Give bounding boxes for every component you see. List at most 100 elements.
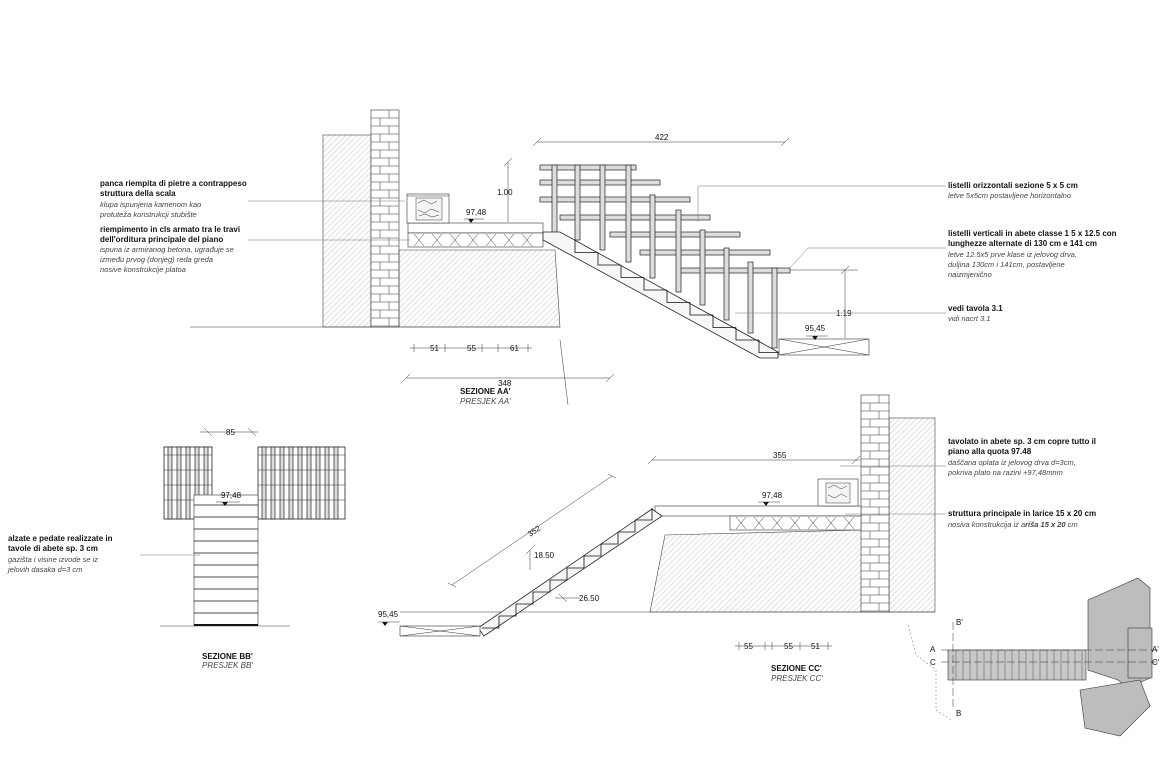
- section-cc: 355 352 18.50 26.50 97,48 95,45: [378, 394, 1096, 683]
- section-cc-title: SEZIONE CC': [771, 664, 822, 673]
- svg-text:listelli verticali in abete cl: listelli verticali in abete classe 1 5 x…: [948, 229, 1117, 238]
- svg-text:između prvog (donjeg) reda gre: između prvog (donjeg) reda greda: [100, 255, 213, 264]
- dimension-85: 85: [200, 427, 258, 437]
- dimension-chain-aa: 51 55 61: [410, 344, 532, 353]
- key-label-a: A: [930, 645, 936, 654]
- section-bb: 85 97,48 SEZIONE BB' PRESJEK BB' alzate …: [7, 427, 346, 670]
- level-label-97-48-bb: 97,48: [221, 491, 242, 500]
- section-aa-title: SEZIONE AA': [460, 387, 511, 396]
- dimension-355: 355: [647, 451, 861, 465]
- note-vertical-slats: listelli verticali in abete classe 1 5 x…: [789, 229, 1117, 279]
- level-bb: 97,48: [216, 491, 242, 506]
- svg-text:alzate e pedate realizzate: alzate e pedate realizzate in: [8, 534, 113, 543]
- svg-text:riempimento in cls armato tra: riempimento in cls armato tra le travi: [100, 225, 240, 234]
- masonry-wall-cc: [860, 394, 890, 613]
- key-plan-stair: [947, 649, 1087, 681]
- dimension-1-19: 1.19: [790, 265, 858, 338]
- note-bench: panca riempita di pietre a contrappeso s…: [99, 179, 405, 219]
- svg-text:panca riempita di pietre a con: panca riempita di pietre a contrappeso: [100, 179, 247, 188]
- platform-beam-aa: [407, 222, 544, 248]
- svg-text:vedi tavola 3.1: vedi tavola 3.1: [948, 304, 1003, 313]
- svg-text:klupa ispunjena kamenom kao: klupa ispunjena kamenom kao: [100, 200, 201, 209]
- dim-label-1-19: 1.19: [836, 309, 852, 318]
- lattice-horizontal-aa: [539, 164, 791, 349]
- svg-text:letve 5x5cm postavljene horizo: letve 5x5cm postavljene horizontalno: [948, 191, 1071, 200]
- key-label-b-prime: B': [956, 618, 963, 627]
- svg-text:vidi nacrt 3.1: vidi nacrt 3.1: [948, 314, 991, 323]
- svg-text:gazišta i visine izvode se: gazišta i visine izvode se iz: [8, 555, 98, 564]
- dim-label-51-cc: 51: [811, 642, 820, 651]
- svg-text:letve 12.5x5 prve klase iz: letve 12.5x5 prve klase iz jelovog drva,: [948, 250, 1077, 259]
- svg-text:protuteža konstrukcji stubište: protuteža konstrukcji stubište: [99, 210, 197, 219]
- level-bottom-cc: 95,45: [378, 610, 400, 626]
- level-label-97-48-aa: 97,48: [466, 208, 487, 217]
- masonry-wall-aa: [370, 109, 400, 328]
- level-bottom-aa: 95,45: [805, 324, 828, 340]
- svg-text:nosive konstrukcije platoa: nosive konstrukcije platoa: [100, 265, 186, 274]
- dim-label-51: 51: [430, 344, 439, 353]
- level-top-aa: 97,48: [464, 208, 487, 223]
- key-plan: A A' C C' B' B: [907, 577, 1160, 737]
- svg-text:struttura della scala: struttura della scala: [100, 189, 176, 198]
- svg-text:ispuna iz armiranog betona, ug: ispuna iz armiranog betona, ugrađuje se: [100, 245, 234, 254]
- dim-label-55-a: 55: [744, 642, 753, 651]
- dimension-chain-cc: 55 55 51: [735, 642, 832, 651]
- soil-behind-wall-cc: [888, 417, 936, 613]
- svg-text:piano alla quota 97.48: piano alla quota 97.48: [948, 447, 1032, 456]
- key-label-a-prime: A': [1152, 645, 1159, 654]
- svg-text:daščana oplata iz jelovog drva: daščana oplata iz jelovog drva d=3cm,: [948, 458, 1076, 467]
- dim-label-55: 55: [467, 344, 476, 353]
- svg-text:tavolato in abete sp. 3 cm cop: tavolato in abete sp. 3 cm copre tutto i…: [948, 437, 1096, 446]
- svg-text:nosiva konstrukcija iz ariša 1: nosiva konstrukcija iz ariša 15 x 20 cm: [948, 520, 1078, 529]
- note-decking: tavolato in abete sp. 3 cm copre tutto i…: [840, 437, 1096, 477]
- dim-label-355: 355: [773, 451, 787, 460]
- svg-text:duljina 130cm i 141cm, pos: duljina 130cm i 141cm, postavljene: [948, 260, 1065, 269]
- note-sheet-reference: vedi tavola 3.1 vidi nacrt 3.1: [735, 304, 1003, 323]
- dimension-1-00: 1.00: [497, 157, 513, 222]
- section-aa: 422 1.00 97,48 1.19 95,45: [99, 109, 1117, 406]
- svg-text:lunghezze alternate di 130 cm: lunghezze alternate di 130 cm e 141 cm: [948, 239, 1097, 248]
- dimension-26-50: 26.50: [555, 593, 600, 603]
- dim-label-348: 348: [498, 379, 512, 388]
- dimension-352: 352: [447, 473, 617, 588]
- stair-steps-bb: [160, 494, 290, 627]
- dim-label-422: 422: [655, 133, 669, 142]
- svg-text:jelovih dasaka d=3 cm: jelovih dasaka d=3 cm: [7, 565, 82, 574]
- soil-under-platform: [398, 249, 561, 328]
- section-aa-subtitle: PRESJEK AA': [460, 397, 511, 406]
- svg-text:tavole di abete sp. 3 cm: tavole di abete sp. 3 cm: [8, 544, 98, 553]
- platform-beam-cc: [654, 505, 862, 531]
- svg-text:pokriva plato na razini +97,48: pokriva plato na razini +97,48mnm: [947, 468, 1063, 477]
- section-cc-subtitle: PRESJEK CC': [771, 674, 823, 683]
- svg-text:naizmjenično: naizmjenično: [948, 270, 992, 279]
- note-concrete-fill: riempimento in cls armato tra le travi d…: [100, 225, 410, 274]
- stair-aa: [542, 231, 782, 359]
- svg-text:struttura principale in larice: struttura principale in larice 15 x 20 c…: [948, 509, 1096, 518]
- dim-label-1-00: 1.00: [497, 188, 513, 197]
- key-label-c-prime: C': [1152, 658, 1160, 667]
- dim-label-26-50: 26.50: [579, 594, 600, 603]
- section-bb-title: SEZIONE BB': [202, 652, 253, 661]
- dimension-348: 348: [401, 339, 615, 406]
- dim-label-18-50: 18.50: [534, 551, 555, 560]
- lattice-right-bb: [257, 446, 346, 520]
- dim-label-85: 85: [226, 428, 235, 437]
- level-top-cc: 97,48: [758, 491, 783, 506]
- dimension-422: 422: [532, 133, 790, 147]
- stone-bench-aa: [406, 193, 450, 224]
- stair-cc: [477, 508, 663, 637]
- soil-behind-wall: [322, 134, 372, 328]
- stone-bench-cc: [817, 478, 859, 507]
- landing-beam-cc: [399, 625, 481, 637]
- svg-text:listelli orizzontali sezione: listelli orizzontali sezione 5 x 5 cm: [948, 181, 1078, 190]
- svg-text:dell'orditura principale del p: dell'orditura principale del piano: [100, 235, 223, 244]
- level-label-95-45-aa: 95,45: [805, 324, 826, 333]
- note-risers-treads: alzate e pedate realizzate in tavole di …: [7, 534, 200, 574]
- dim-label-352: 352: [526, 523, 543, 538]
- soil-under-platform-cc: [649, 529, 863, 613]
- section-bb-subtitle: PRESJEK BB': [202, 661, 253, 670]
- level-label-95-45-cc: 95,45: [378, 610, 399, 619]
- level-label-97-48-cc: 97,48: [762, 491, 783, 500]
